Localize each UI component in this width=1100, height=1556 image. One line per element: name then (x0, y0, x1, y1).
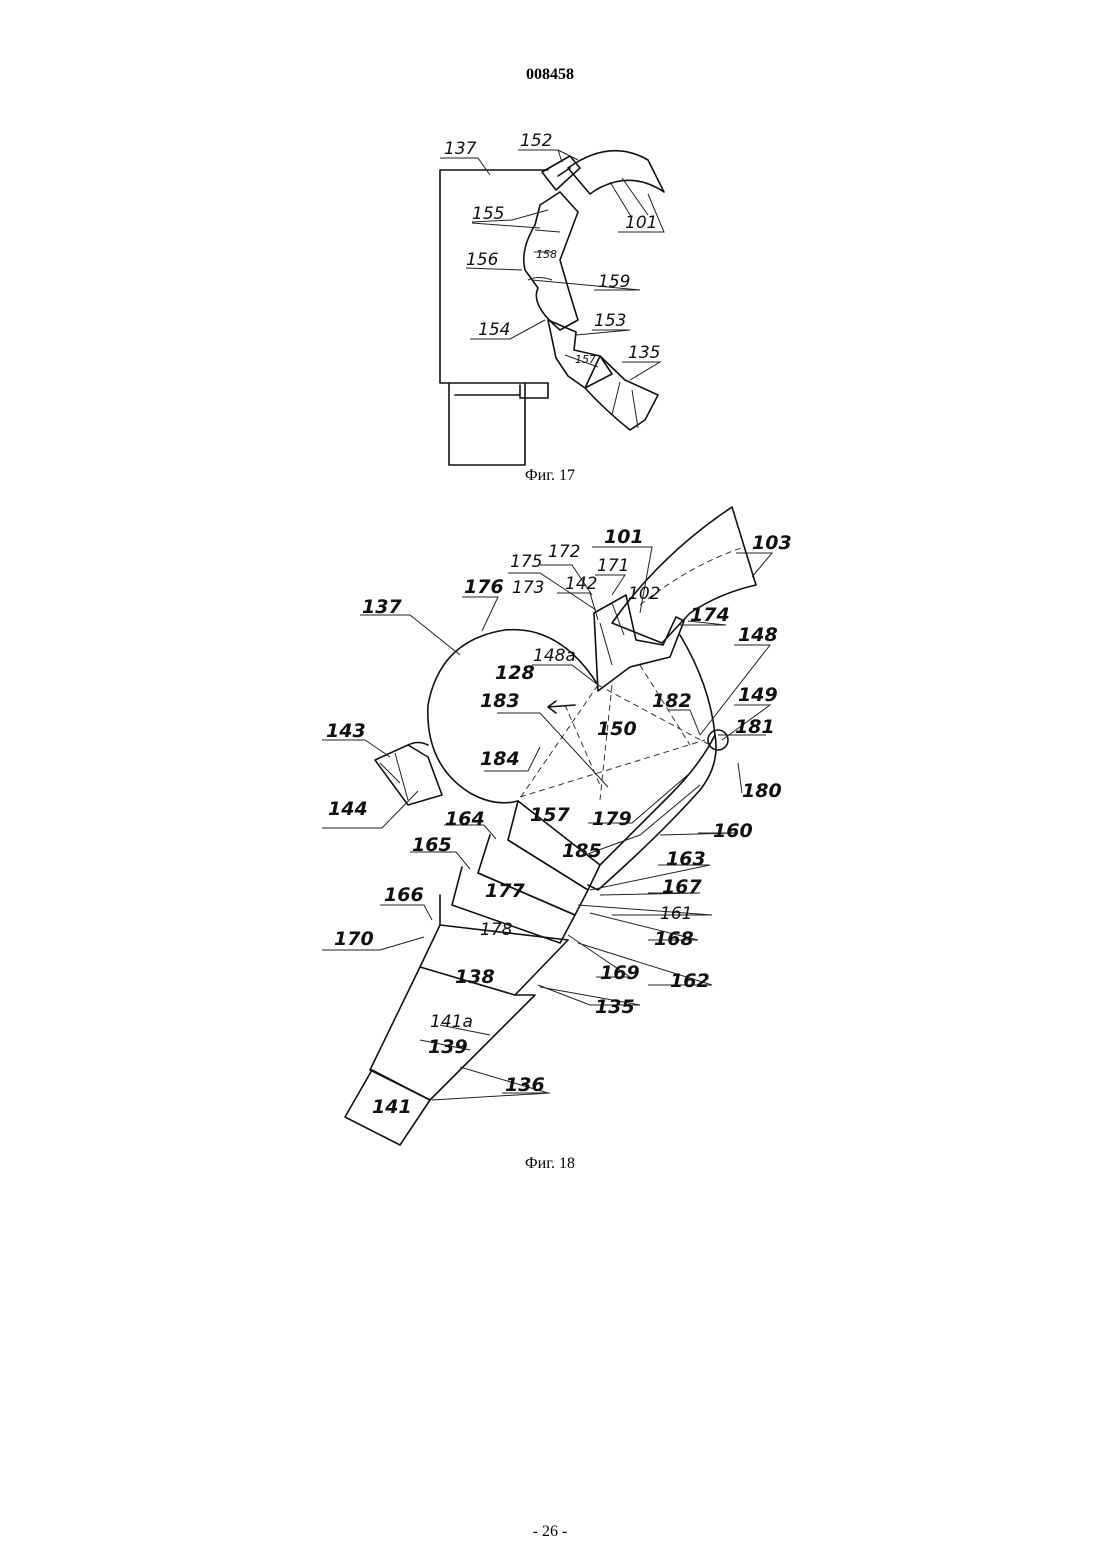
label: 169 (600, 962, 640, 984)
label: 153 (594, 311, 626, 331)
label: 173 (512, 578, 544, 598)
label: 135 (595, 996, 635, 1018)
label: 172 (548, 542, 580, 562)
channel-body (524, 192, 578, 330)
figure-17-caption: Фиг. 17 (0, 467, 1100, 485)
label: 155 (472, 204, 504, 224)
housing-outline (440, 170, 548, 383)
label: 184 (480, 748, 520, 770)
document-number: 008458 (0, 66, 1100, 84)
label: 158 (536, 248, 557, 261)
figure-18-drawing: 101 103 172 175 171 173 142 102 176 174 … (0, 495, 1100, 1155)
label: 157 (530, 804, 570, 826)
label: 166 (384, 884, 424, 906)
label: 163 (666, 848, 706, 870)
label: 174 (690, 604, 730, 626)
label: 137 (362, 596, 402, 618)
page-number: - 26 - (0, 1523, 1100, 1541)
label: 185 (562, 840, 602, 862)
label: 165 (412, 834, 452, 856)
label: 154 (478, 320, 510, 340)
valve-circle (708, 730, 728, 750)
label: 103 (752, 532, 792, 554)
label: 101 (625, 213, 657, 233)
label: 175 (510, 552, 542, 572)
label: 142 (565, 574, 597, 594)
figure-17-drawing: 137 152 155 101 156 158 159 154 153 157 … (0, 120, 1100, 470)
label: 135 (628, 343, 660, 363)
label: 157 (575, 353, 596, 366)
label: 101 (604, 526, 644, 548)
upper-flange (542, 156, 580, 190)
label: 162 (670, 970, 710, 992)
label: 141a (430, 1012, 473, 1032)
lower-pipe (585, 356, 658, 430)
label: 183 (480, 690, 520, 712)
label: 159 (598, 272, 630, 292)
label: 177 (485, 880, 525, 902)
base-support (449, 383, 548, 465)
label: 168 (654, 928, 694, 950)
label: 148a (533, 646, 576, 666)
label: 136 (505, 1074, 545, 1096)
label: 179 (592, 808, 632, 830)
label: 171 (597, 556, 629, 576)
label: 139 (428, 1036, 468, 1058)
flow-arrow (548, 701, 575, 713)
label: 150 (597, 718, 637, 740)
label: 143 (326, 720, 366, 742)
label: 176 (464, 576, 504, 598)
label: 102 (628, 584, 660, 604)
label: 161 (660, 904, 692, 924)
label: 128 (495, 662, 535, 684)
label: 170 (334, 928, 374, 950)
figure-18-caption: Фиг. 18 (0, 1155, 1100, 1173)
drum-right-wall (680, 635, 715, 735)
label: 138 (455, 966, 495, 988)
label: 144 (328, 798, 368, 820)
flange-177 (452, 867, 575, 943)
label: 178 (480, 920, 513, 940)
label: 160 (713, 820, 753, 842)
inlet-collar (594, 595, 684, 691)
label: 156 (466, 250, 499, 270)
upper-curved-pipe (568, 151, 664, 194)
label: 152 (520, 131, 552, 151)
label: 137 (444, 139, 477, 159)
label: 164 (445, 808, 485, 830)
label: 167 (662, 876, 702, 898)
label: 180 (742, 780, 782, 802)
label: 181 (735, 716, 775, 738)
label: 182 (652, 690, 692, 712)
label: 148 (738, 624, 778, 646)
label: 141 (372, 1096, 412, 1118)
label: 149 (738, 684, 778, 706)
